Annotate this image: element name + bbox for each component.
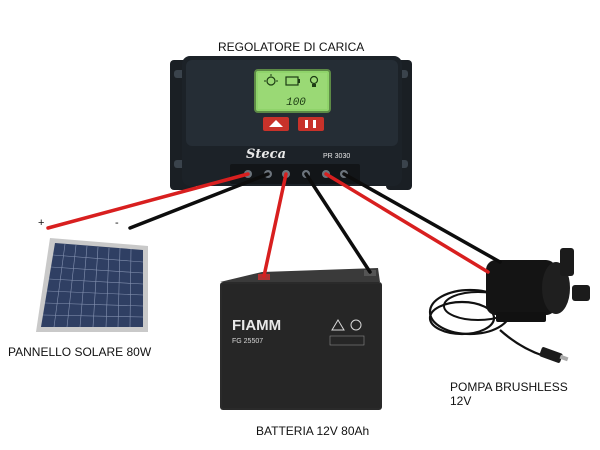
dc-plug bbox=[539, 347, 563, 363]
solar-panel bbox=[36, 238, 148, 332]
sun-icon bbox=[264, 74, 278, 86]
recycle-icon bbox=[350, 319, 362, 331]
panel-positive-wire bbox=[46, 172, 250, 230]
solar-panel-label: PANNELLO SOLARE 80W bbox=[8, 345, 152, 359]
battery-icon bbox=[285, 76, 300, 86]
panel-negative-wire bbox=[128, 172, 270, 230]
regulator-model: PR 3030 bbox=[323, 153, 350, 160]
pump-label: POMPA BRUSHLESS 12V bbox=[450, 380, 568, 408]
charge-regulator: 100 Steca PR 3030 bbox=[170, 56, 412, 190]
battery: FIAMM FG 25507 bbox=[220, 268, 382, 410]
lcd-reading: 100 bbox=[286, 97, 306, 109]
lamp-icon bbox=[309, 75, 319, 87]
pump-positive-wire bbox=[324, 172, 490, 274]
battery-negative-wire bbox=[304, 172, 372, 274]
wires bbox=[46, 172, 502, 278]
negative-polarity-label: - bbox=[115, 217, 119, 229]
battery-model: FG 25507 bbox=[232, 338, 263, 345]
battery-label: BATTERIA 12V 80Ah bbox=[256, 424, 370, 438]
battery-brand: FIAMM bbox=[232, 317, 281, 334]
positive-polarity-label: + bbox=[38, 217, 45, 229]
brushless-pump bbox=[428, 248, 590, 363]
pump-negative-wire bbox=[342, 172, 502, 264]
select-button[interactable] bbox=[298, 117, 324, 131]
battery-positive-wire bbox=[262, 172, 288, 278]
warning-icon bbox=[331, 319, 345, 331]
regulator-label: REGOLATORE DI CARICA bbox=[218, 40, 365, 54]
regulator-brand: Steca bbox=[246, 147, 286, 162]
